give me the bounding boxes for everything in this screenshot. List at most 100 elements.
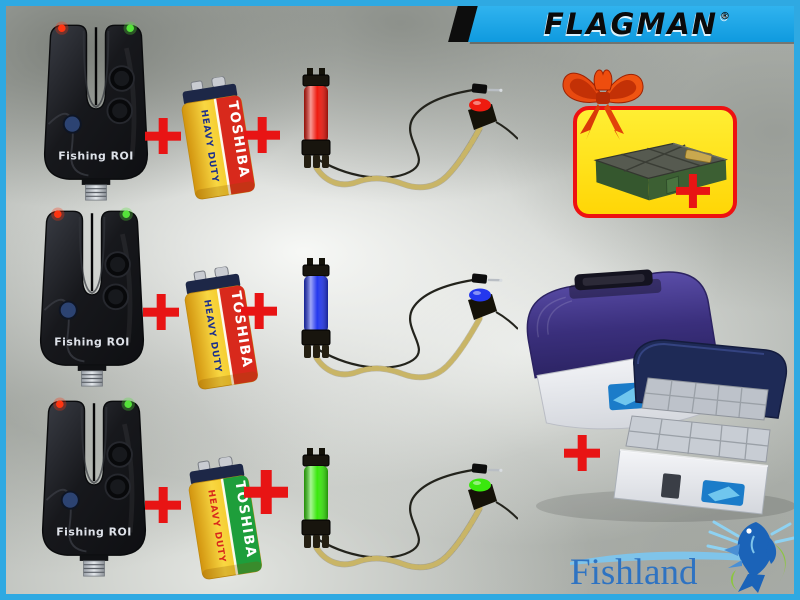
- closed-box-handle-slot: [582, 273, 645, 286]
- plus-icon: [244, 117, 280, 153]
- plus-icon: [145, 118, 181, 154]
- battery-cap: [189, 463, 245, 486]
- swinger-graphic: [301, 68, 518, 191]
- alarm-button-lower-cap: [112, 103, 128, 119]
- bite-alarm-2: Fishing ROI: [23, 198, 161, 388]
- alarm-thread-lines: [81, 374, 103, 383]
- fishland-logo-graphic: Fishland: [570, 520, 794, 593]
- fishland-globe-2: [730, 570, 738, 591]
- alarm-notch-shade: [78, 216, 106, 294]
- alarm-button-upper-cap: [112, 446, 128, 463]
- swinger-prong-right: [319, 258, 325, 267]
- alarm-button-lower-cap: [108, 289, 124, 305]
- fishland-fish-tail: [738, 574, 765, 593]
- fishland-fish-fin-2: [728, 560, 742, 568]
- battery-stripe: [222, 475, 262, 575]
- fishland-fish-eye: [746, 528, 752, 534]
- gift-box-lid-edge: [672, 142, 726, 161]
- bow-loop-left-shade: [569, 78, 598, 100]
- battery-cap: [182, 83, 238, 106]
- swinger-top-cap: [302, 74, 330, 87]
- swinger-chain-shadow: [313, 126, 483, 191]
- swinger-prong-left: [307, 68, 313, 77]
- alarm-contour-line: [47, 112, 89, 177]
- bite-alarm-graphic: Fishing ROI: [39, 207, 145, 387]
- plus-icon: [241, 293, 277, 329]
- alarm-body: [41, 400, 147, 556]
- alarm-side-highlight: [122, 423, 135, 533]
- swinger-red: [283, 60, 518, 195]
- swinger-connector: [471, 463, 503, 474]
- battery-divider: [213, 98, 232, 195]
- swinger-clip-cord: [495, 311, 518, 330]
- alarm-collar: [81, 179, 111, 185]
- alarm-brand-label: Fishing ROI: [58, 149, 134, 162]
- fishland-swoosh: [570, 551, 748, 565]
- alarm-led-right: [124, 400, 132, 408]
- alarm-contour-line: [43, 298, 85, 363]
- open-box-latch: [660, 473, 682, 499]
- open-box-lid-rim: [637, 342, 765, 365]
- swinger-tube-shine: [304, 86, 328, 142]
- swinger-bottom-cap: [301, 139, 331, 156]
- alarm-body: [39, 210, 145, 366]
- plus-icon: [564, 435, 600, 471]
- swinger-cord: [318, 468, 474, 559]
- plus-icon: [143, 294, 179, 330]
- battery-stripe: [218, 285, 258, 385]
- fishland-fish-gill: [750, 535, 755, 554]
- open-box-tray-lower-dividers: [628, 418, 769, 460]
- battery-stripe: [215, 95, 255, 195]
- swinger-blue: [283, 250, 518, 385]
- battery-2: TOSHIBA HEAVY DUTY: [170, 262, 270, 395]
- swinger-graphic: [301, 448, 518, 571]
- bow-loop-top: [593, 69, 613, 91]
- swinger-graphic: [301, 258, 518, 381]
- swinger-cord: [318, 88, 474, 179]
- fishland-brand-text: Fishland: [570, 552, 698, 593]
- bite-alarm-graphic: Fishing ROI: [43, 21, 149, 201]
- swinger-tooth-2: [313, 155, 320, 168]
- alarm-led-right: [122, 210, 130, 218]
- tackle-box-graphic: [526, 269, 796, 522]
- alarm-round-button: [62, 114, 82, 134]
- alarm-button-lower-cap: [110, 479, 126, 495]
- swinger-green: [283, 440, 518, 575]
- tackle-box-set: [516, 266, 798, 528]
- swinger-clip-dome: [469, 98, 491, 112]
- battery-bottom-shade: [202, 561, 262, 580]
- swinger-tooth-3: [322, 155, 329, 168]
- alarm-led-right: [126, 24, 134, 32]
- fishland-fish-fin-1: [724, 544, 740, 556]
- swinger-clip-dome: [469, 288, 491, 302]
- swinger-clip-dome-shine: [473, 481, 481, 485]
- swinger-prong-right: [319, 448, 325, 457]
- swinger-tooth-3: [322, 535, 329, 548]
- alarm-thread-lines: [85, 188, 107, 197]
- bite-alarm-graphic: Fishing ROI: [41, 397, 147, 577]
- alarm-round-button: [58, 300, 78, 320]
- alarm-collar: [77, 365, 107, 371]
- swinger-tooth-2: [313, 535, 320, 548]
- closed-box-lid-ridges: [536, 296, 573, 338]
- plus-icon: [676, 174, 710, 208]
- battery-bottom-shade: [195, 181, 255, 200]
- flagman-logo-text: FLAGMAN: [543, 6, 719, 41]
- swinger-chain: [313, 125, 483, 190]
- alarm-side-highlight: [120, 233, 133, 343]
- gift-box-lid-grid: [621, 144, 701, 173]
- swinger-top-cap: [302, 454, 330, 467]
- plus-icon: [145, 487, 181, 523]
- battery-divider: [220, 478, 239, 575]
- bow-tail-left: [580, 104, 600, 140]
- alarm-notch-shade: [80, 406, 108, 484]
- swinger-prong-left: [307, 258, 313, 267]
- swinger-tooth-1: [304, 345, 311, 358]
- fishland-fish-fin-dorsal: [766, 538, 777, 564]
- swinger-clip-dome-shine: [473, 101, 481, 105]
- plus-icon: [244, 470, 288, 514]
- gift-bow-graphic: [562, 69, 644, 140]
- bite-alarm-3: Fishing ROI: [25, 388, 163, 578]
- swinger-chain-shadow: [313, 506, 483, 571]
